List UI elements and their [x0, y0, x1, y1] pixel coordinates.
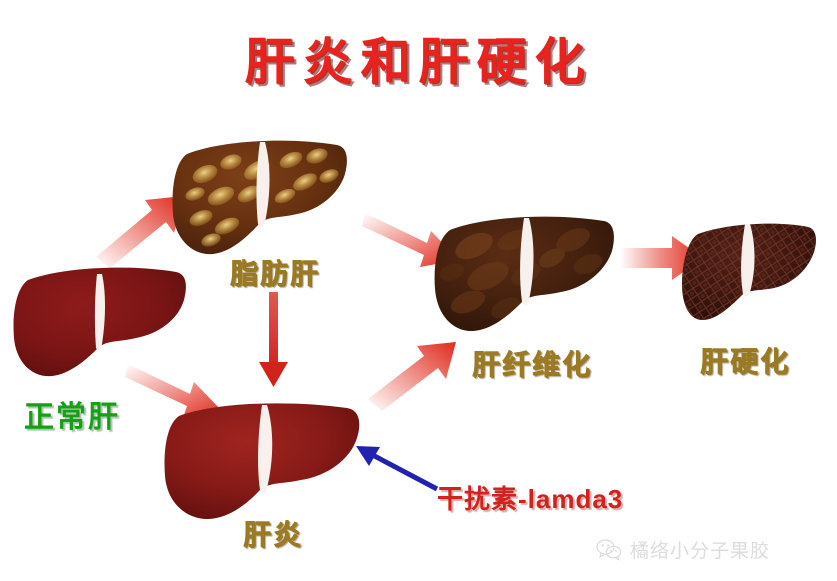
liver-fibrosis-liver [428, 210, 618, 338]
label-hepatitis-liver: 肝炎 [243, 513, 303, 553]
watermark: 橘络小分子果胶 [596, 536, 770, 563]
wechat-icon [596, 538, 622, 561]
arrow-fatty-to-hepatitis [259, 292, 288, 387]
liver-normal-liver [8, 262, 190, 382]
label-fatty-liver: 脂肪肝 [230, 252, 320, 292]
page-title: 肝炎和肝硬化 [244, 34, 593, 90]
arrow-interferon-pointer [356, 446, 439, 492]
liver-hepatitis-liver [155, 398, 367, 523]
annotation-interferon: 干扰素-lamda3 [437, 484, 624, 514]
watermark-text: 橘络小分子果胶 [630, 541, 771, 562]
liver-fatty-liver [165, 134, 351, 262]
arrow-hepatitis-to-fibrosis [368, 342, 456, 411]
liver-cirrhosis-liver [680, 218, 820, 328]
label-fibrosis-liver: 肝纤维化 [472, 343, 592, 383]
label-cirrhosis-liver: 肝硬化 [700, 340, 790, 380]
label-normal-liver: 正常肝 [24, 401, 120, 434]
